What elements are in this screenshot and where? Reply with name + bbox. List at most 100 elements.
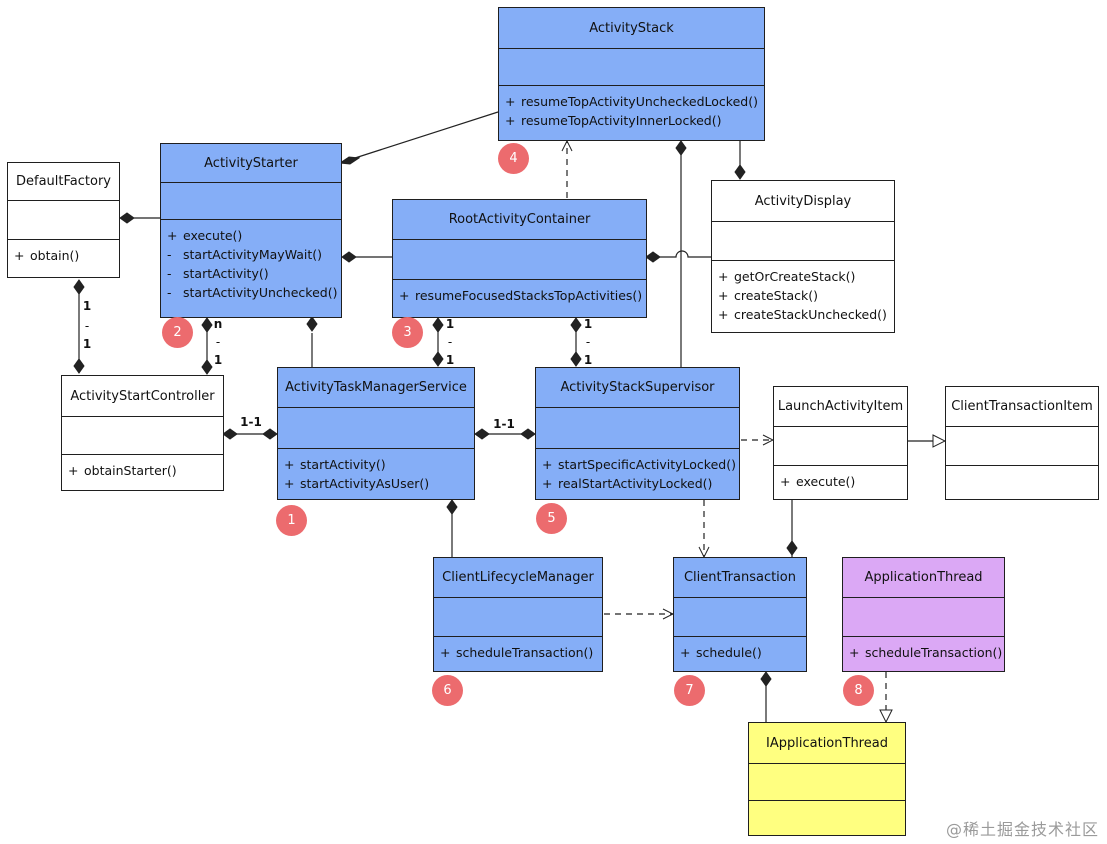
attributes-compartment <box>499 49 764 86</box>
operation: +getOrCreateStack() <box>718 267 894 286</box>
attributes-compartment <box>946 427 1098 466</box>
class-activity-task-manager-service[interactable]: ActivityTaskManagerService +startActivit… <box>277 367 475 500</box>
step-badge-2: 2 <box>162 317 193 348</box>
operation-name: obtain() <box>30 248 80 263</box>
class-iapplication-thread[interactable]: IApplicationThread <box>748 722 906 836</box>
class-activity-starter[interactable]: ActivityStarter +execute()-startActivity… <box>160 143 342 318</box>
class-client-transaction-item[interactable]: ClientTransactionItem <box>945 386 1099 500</box>
diamond-stack-to-display <box>734 164 746 180</box>
visibility-marker: + <box>284 457 295 472</box>
class-client-transaction[interactable]: ClientTransaction + schedule() <box>673 557 807 672</box>
step-badge-8: 8 <box>843 675 874 706</box>
operation: + obtain() <box>14 246 119 265</box>
multiplicity-factory-controller: 1 - 1 <box>82 299 92 351</box>
operation-name: realStartActivityLocked() <box>558 476 713 491</box>
diamond-service-right <box>474 428 490 440</box>
operation: + realStartActivityLocked() <box>542 474 739 493</box>
operations-compartment: +resumeFocusedStacksTopActivities() <box>393 280 646 317</box>
operation: + execute() <box>780 472 907 491</box>
visibility-marker: + <box>167 228 178 243</box>
class-title: ClientTransactionItem <box>946 387 1098 427</box>
operations-compartment: +startActivity()+startActivityAsUser() <box>278 449 474 499</box>
operation: + scheduleTransaction() <box>849 643 1004 662</box>
visibility-marker: + <box>505 94 516 109</box>
diamond-service-bottom <box>446 499 458 515</box>
visibility-marker: - <box>167 266 172 281</box>
attributes-compartment <box>161 183 341 220</box>
attributes-compartment <box>536 408 739 449</box>
attributes-compartment <box>712 222 894 261</box>
operation-name: resumeFocusedStacksTopActivities() <box>415 288 643 303</box>
multiplicity-controller-service: 1-1 <box>240 415 262 429</box>
operation: + obtainStarter() <box>68 461 223 480</box>
diamond-service-left <box>262 428 278 440</box>
class-title: ClientLifecycleManager <box>434 558 602 598</box>
operation: + schedule() <box>680 643 806 662</box>
visibility-marker: + <box>849 645 860 660</box>
operation-name: execute() <box>796 474 856 489</box>
operation-name: createStackUnchecked() <box>734 307 887 322</box>
attributes-compartment <box>674 598 806 637</box>
attributes-compartment <box>393 240 646 280</box>
class-default-factory[interactable]: DefaultFactory + obtain() <box>7 162 120 278</box>
class-application-thread[interactable]: ApplicationThread +scheduleTransaction() <box>842 557 1005 672</box>
class-activity-stack[interactable]: ActivityStack +resumeTopActivityUnchecke… <box>498 7 765 141</box>
operation-name: obtainStarter() <box>84 463 177 478</box>
operation: +scheduleTransaction() <box>440 643 602 662</box>
operations-compartment: + obtain() <box>8 240 119 277</box>
class-launch-activity-item[interactable]: LaunchActivityItem +execute() <box>773 386 908 500</box>
operation: -startActivityUnchecked() <box>167 283 341 302</box>
operations-compartment <box>749 801 905 835</box>
diamond-stack-to-supervisor <box>675 140 687 156</box>
diamond-starter-from-root <box>341 251 357 263</box>
operation-name: scheduleTransaction() <box>456 645 594 660</box>
visibility-marker: + <box>68 463 79 478</box>
diamond-supervisor-top <box>570 351 582 367</box>
visibility-marker: + <box>718 288 729 303</box>
diamond-transaction-top <box>786 540 798 556</box>
attributes-compartment <box>278 408 474 449</box>
class-title: DefaultFactory <box>8 163 119 201</box>
visibility-marker: - <box>167 247 172 262</box>
operations-compartment <box>946 466 1098 499</box>
diamond-controller-right <box>222 428 238 440</box>
visibility-marker: + <box>505 113 516 128</box>
diamond-service-top-2 <box>432 351 444 367</box>
diamond-transaction-bottom <box>760 671 772 687</box>
operation-name: scheduleTransaction() <box>865 645 1003 660</box>
edge-root-display <box>660 250 711 258</box>
step-badge-6: 6 <box>432 675 463 706</box>
operation-name: execute() <box>183 228 243 243</box>
multiplicity-starter-controller: n - 1 <box>213 317 223 367</box>
visibility-marker: + <box>780 474 791 489</box>
class-activity-stack-supervisor[interactable]: ActivityStackSupervisor +startSpecificAc… <box>535 367 740 500</box>
diamond-starter-from-stack <box>338 156 361 165</box>
attributes-compartment <box>62 417 223 455</box>
diamond-supervisor-left <box>520 428 536 440</box>
class-title: ActivityStartController <box>62 376 223 417</box>
class-title: ActivityStack <box>499 8 764 49</box>
class-client-lifecycle-manager[interactable]: ClientLifecycleManager +scheduleTransact… <box>433 557 603 672</box>
step-badge-4: 4 <box>498 143 529 174</box>
visibility-marker: + <box>680 645 691 660</box>
edge-stack-starter <box>354 111 499 159</box>
operation-name: resumeTopActivityInnerLocked() <box>521 113 722 128</box>
operation-name: schedule() <box>696 645 762 660</box>
operation: + resumeTopActivityInnerLocked() <box>505 111 764 130</box>
class-root-activity-container[interactable]: RootActivityContainer +resumeFocusedStac… <box>392 199 647 318</box>
attributes-compartment <box>843 598 1004 637</box>
operation-name: startActivity() <box>300 457 386 472</box>
visibility-marker: + <box>542 476 553 491</box>
diamond-starter-bottom <box>201 317 213 333</box>
operation: + startActivity() <box>284 455 474 474</box>
visibility-marker: + <box>542 457 553 472</box>
class-title: ClientTransaction <box>674 558 806 598</box>
operation-name: startActivityUnchecked() <box>183 285 338 300</box>
class-activity-start-controller[interactable]: ActivityStartController + obtainStarter() <box>61 375 224 491</box>
operation: +resumeFocusedStacksTopActivities() <box>399 286 646 305</box>
visibility-marker: + <box>718 307 729 322</box>
diamond-controller-top <box>73 358 85 374</box>
class-activity-display[interactable]: ActivityDisplay +getOrCreateStack()+crea… <box>711 180 895 333</box>
watermark-text: @稀土掘金技术社区 <box>945 820 1099 839</box>
visibility-marker: + <box>14 248 25 263</box>
